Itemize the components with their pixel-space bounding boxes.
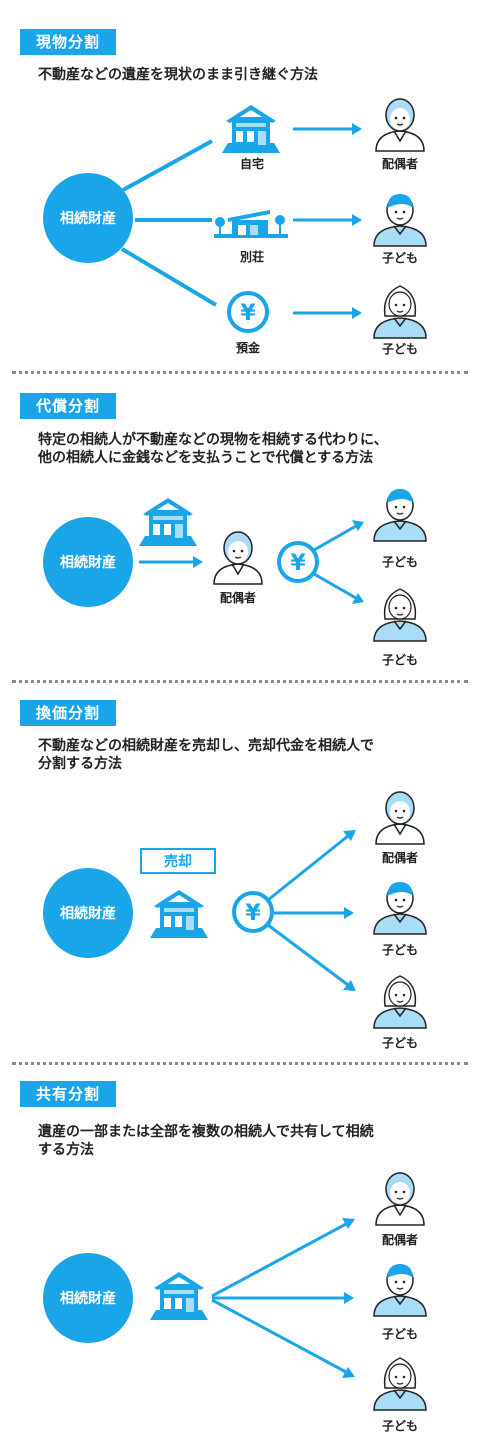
villa-icon (214, 210, 288, 238)
spouse-label: 配偶者 (220, 590, 256, 605)
spouse-label: 配偶者 (382, 156, 418, 171)
child-boy-icon (373, 489, 427, 542)
estate-circle (43, 868, 133, 958)
arrow-icon (211, 1298, 355, 1378)
connector-line (120, 247, 218, 307)
child-label: 子ども (382, 555, 418, 569)
house-icon (139, 498, 197, 546)
arrow-icon (274, 907, 354, 919)
method-tag: 代償分割 (20, 393, 117, 419)
house-icon (150, 1272, 208, 1320)
child-label: 子ども (382, 1327, 418, 1341)
estate-circle (43, 173, 133, 263)
spouse-icon (213, 531, 263, 585)
arrow-icon (313, 520, 364, 552)
method-tag: 換価分割 (20, 700, 117, 726)
yen-coin-icon: ¥ (232, 891, 274, 933)
child-girl-icon (373, 1357, 427, 1411)
estate-label: 相続財産 (60, 1290, 116, 1307)
yen-coin-icon: ¥ (227, 291, 269, 333)
arrow-icon (211, 1218, 355, 1298)
arrow-icon (139, 556, 203, 568)
child-label: 子ども (382, 653, 418, 667)
method-tag: 共有分割 (20, 1081, 117, 1107)
method-tag: 現物分割 (20, 29, 117, 55)
diagram-daishou: 相続財産 配偶者 ¥ (43, 489, 427, 667)
arrow-icon (293, 123, 362, 135)
child-boy-icon (373, 194, 427, 247)
child-label: 子ども (382, 943, 418, 957)
section-daishou: 代償分割 特定の相続人が不動産などの現物を相続する代わりに、 他の相続人に金銭な… (0, 372, 480, 680)
section-kanka: 換価分割 不動産などの相続財産を売却し、売却代金を相続人で 分割する方法 売却 … (0, 682, 480, 1060)
house-icon (222, 105, 280, 153)
estate-circle (43, 517, 133, 607)
svg-text:¥: ¥ (290, 551, 306, 576)
svg-text:¥: ¥ (240, 301, 256, 326)
method-description: 遺産の一部または全部を複数の相続人で共有して相続 する方法 (38, 1124, 374, 1158)
connector-line (122, 139, 213, 192)
section-divider (12, 680, 468, 683)
svg-text:¥: ¥ (245, 901, 261, 926)
child-girl-icon (373, 975, 427, 1029)
house-icon (150, 890, 208, 938)
child-label: 子ども (382, 342, 418, 356)
arrow-icon (293, 307, 362, 319)
spouse-icon (375, 98, 425, 152)
child-boy-icon (373, 882, 427, 935)
yen-coin-icon: ¥ (277, 541, 319, 583)
child-label: 子ども (382, 251, 418, 265)
spouse-icon (375, 791, 425, 845)
sell-label: 売却 (140, 848, 216, 874)
child-girl-icon (373, 588, 427, 642)
method-description: 不動産などの相続財産を売却し、売却代金を相続人で 分割する方法 (38, 738, 374, 772)
home-label: 自宅 (240, 156, 264, 171)
child-label: 子ども (382, 1036, 418, 1050)
child-label: 子ども (382, 1419, 418, 1433)
child-girl-icon (373, 285, 427, 339)
arrow-icon (293, 214, 362, 226)
spouse-icon (375, 1172, 425, 1226)
method-description: 不動産などの遺産を現状のまま引き継ぐ方法 (38, 67, 318, 83)
estate-circle (43, 1253, 133, 1343)
section-divider (12, 1062, 468, 1065)
diagram-kanka: 相続財産 ¥ 配偶者 (43, 791, 427, 1050)
estate-label: 相続財産 (60, 905, 116, 922)
villa-label: 別荘 (239, 249, 264, 264)
spouse-label: 配偶者 (382, 850, 418, 865)
spouse-label: 配偶者 (382, 1232, 418, 1247)
arrow-icon (212, 1292, 354, 1304)
section-genbutsu: 現物分割 不動産などの遺産を現状のまま引き継ぐ方法 相続財産 自宅 (0, 0, 480, 370)
child-boy-icon (373, 1264, 427, 1317)
section-divider (12, 371, 468, 374)
arrow-icon (267, 923, 356, 991)
diagram-genbutsu: 相続財産 自宅 別荘 ¥ 預金 (43, 98, 427, 356)
section-kyouyuu: 共有分割 遺産の一部または全部を複数の相続人で共有して相続 する方法 相続財産 … (0, 1064, 480, 1449)
diagram-kyouyuu: 相続財産 配偶者 子 (43, 1172, 427, 1433)
deposit-label: 預金 (236, 340, 261, 355)
arrow-icon (313, 572, 364, 604)
estate-label: 相続財産 (60, 210, 116, 227)
arrow-icon (267, 830, 356, 902)
estate-label: 相続財産 (60, 554, 116, 571)
method-description: 特定の相続人が不動産などの現物を相続する代わりに、 他の相続人に金銭などを支払う… (38, 432, 388, 466)
